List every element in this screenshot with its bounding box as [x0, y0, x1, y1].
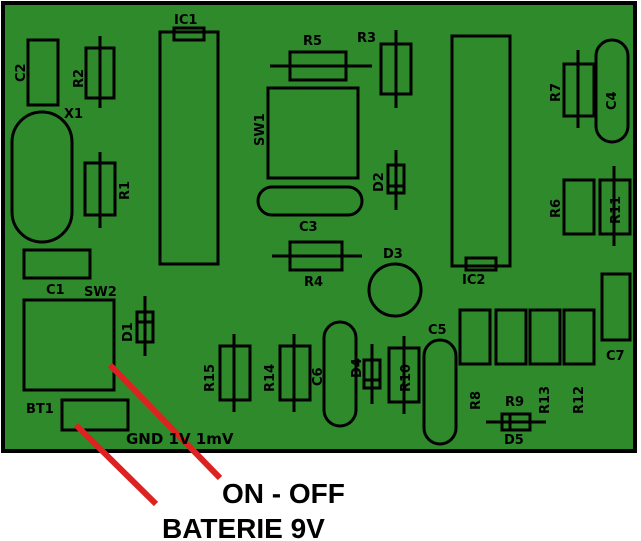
- label-r3: R3: [357, 31, 376, 46]
- label-r11: R11: [609, 196, 624, 224]
- r7-body: [562, 62, 596, 118]
- label-d4: D4: [350, 358, 365, 378]
- label-r6: R6: [549, 199, 564, 218]
- annotation-on-off: ON - OFF: [222, 478, 345, 509]
- sw1-body: [266, 86, 360, 180]
- r4-body: [288, 240, 344, 272]
- r5-body: [288, 50, 348, 82]
- r10-body: [387, 346, 421, 404]
- label-x1: X1: [64, 107, 83, 122]
- label-d2: D2: [372, 172, 387, 192]
- label-r7: R7: [549, 83, 564, 102]
- r15-body: [218, 344, 252, 402]
- ic2-notch: [464, 256, 498, 272]
- label-r9: R9: [505, 395, 524, 410]
- label-ic1: IC1: [174, 13, 197, 28]
- label-outputs: GND 1V 1mV: [126, 430, 234, 448]
- pointer-line-battery: [73, 422, 159, 507]
- label-d3: D3: [383, 247, 403, 262]
- label-ic2: IC2: [462, 273, 485, 288]
- label-r14: R14: [263, 364, 278, 392]
- label-c3: C3: [299, 220, 318, 235]
- ic1-notch: [172, 26, 206, 42]
- r6-body: [562, 178, 596, 236]
- c1-body: [22, 248, 92, 280]
- label-c1: C1: [46, 283, 65, 298]
- c6-body: [322, 320, 358, 428]
- r13-body: [528, 308, 562, 366]
- label-c6: C6: [311, 367, 326, 386]
- pcb-board: [1, 1, 637, 453]
- d1-body: [135, 310, 155, 344]
- d4-body: [362, 358, 382, 390]
- label-r4: R4: [304, 275, 323, 290]
- d3-body: [367, 262, 423, 318]
- c3-body: [256, 185, 364, 217]
- label-c5: C5: [428, 323, 447, 338]
- label-r8: R8: [469, 391, 484, 410]
- r12-body: [562, 308, 596, 366]
- label-r10: R10: [399, 364, 414, 392]
- label-c2: C2: [14, 63, 29, 82]
- r8-body: [458, 308, 492, 366]
- r3-body: [379, 42, 413, 96]
- label-r5: R5: [303, 34, 322, 49]
- pointer-line-switch: [107, 362, 223, 481]
- r11-body: [598, 178, 632, 236]
- ic1-body: [158, 30, 220, 266]
- c5-body: [422, 338, 458, 446]
- ic2-body: [450, 34, 512, 268]
- label-r1: R1: [118, 181, 133, 200]
- label-r12: R12: [572, 386, 587, 414]
- bt1-body: [60, 398, 130, 432]
- label-r2: R2: [72, 69, 87, 88]
- r14-body: [278, 344, 312, 402]
- d5-body: [500, 412, 532, 432]
- c4-body: [594, 38, 630, 144]
- label-sw2: SW2: [84, 285, 117, 300]
- label-d1: D1: [121, 322, 136, 342]
- label-r13: R13: [538, 386, 553, 414]
- label-d5: D5: [504, 433, 524, 448]
- annotation-battery: BATERIE 9V: [162, 513, 325, 541]
- label-bt1: BT1: [26, 402, 54, 417]
- sw2-body: [22, 298, 116, 392]
- c7-body: [600, 272, 632, 342]
- x1-body: [10, 110, 74, 244]
- r9-body: [494, 308, 528, 366]
- label-r15: R15: [203, 364, 218, 392]
- label-c7: C7: [606, 349, 625, 364]
- label-sw1: SW1: [253, 113, 268, 146]
- r2-body: [84, 46, 116, 100]
- r1-body: [83, 161, 117, 217]
- c2-body: [26, 38, 60, 107]
- d2-body: [386, 163, 406, 195]
- label-c4: C4: [605, 91, 620, 110]
